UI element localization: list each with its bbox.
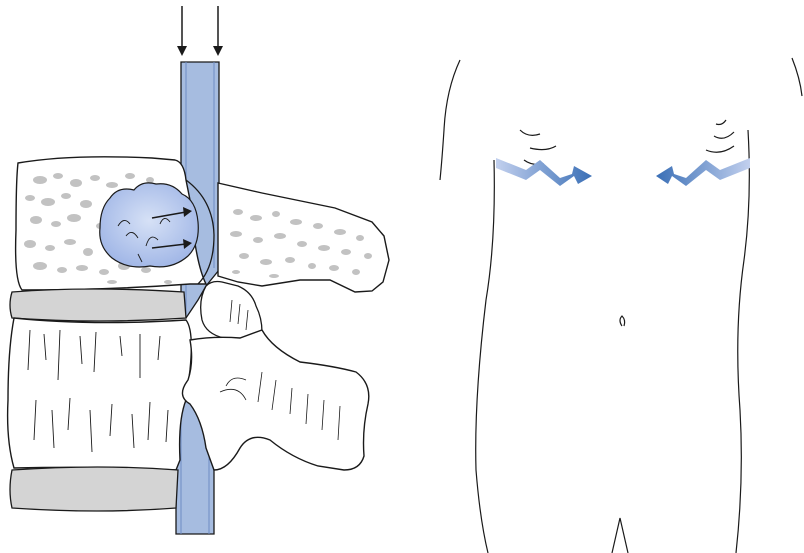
torso-anterior-view xyxy=(440,58,802,553)
navel xyxy=(620,316,625,326)
intervertebral-disc-lower xyxy=(10,467,178,511)
chest-contour-right xyxy=(706,120,734,152)
torso-right-flank-line xyxy=(736,130,749,553)
lesion xyxy=(100,183,199,267)
facet-joint xyxy=(201,282,262,341)
down-arrow-icon xyxy=(177,6,223,56)
intervertebral-disc-upper xyxy=(10,289,186,321)
spine-lateral-view xyxy=(8,6,389,534)
torso-right-shoulder-line xyxy=(792,58,802,96)
torso-left-flank-line xyxy=(476,160,495,553)
zigzag-arrow-icon xyxy=(496,158,750,186)
torso-left-shoulder-line xyxy=(440,60,460,180)
vertebral-body-lower xyxy=(8,318,192,470)
groin-line xyxy=(612,518,628,553)
chest-contour-left xyxy=(520,130,556,165)
posterior-process-lower xyxy=(182,330,368,470)
